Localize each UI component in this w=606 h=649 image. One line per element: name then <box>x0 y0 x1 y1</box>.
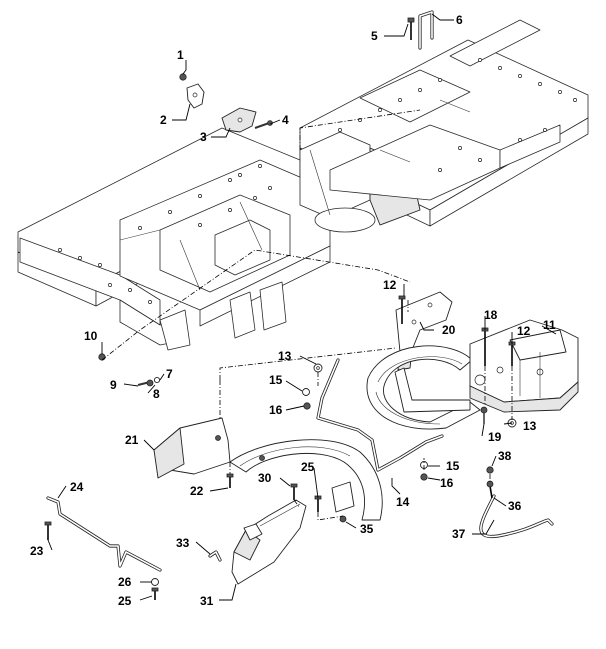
part-washer-26 <box>151 578 159 586</box>
callout-35: 35 <box>360 522 374 536</box>
part-spring-37 <box>479 494 554 539</box>
callout-19: 19 <box>488 430 502 444</box>
callout-12-right: 12 <box>517 324 531 338</box>
callout-15-right: 15 <box>446 459 460 473</box>
callout-2: 2 <box>160 113 167 127</box>
part-washer-15-left <box>302 388 310 396</box>
part-clip-36 <box>486 480 494 499</box>
part-sector-plate-3 <box>221 107 257 133</box>
callout-16-left: 16 <box>269 403 283 417</box>
part-pivot-bracket-2 <box>186 83 205 109</box>
callout-31: 31 <box>200 594 214 608</box>
part-arm-link <box>394 367 471 413</box>
part-bolt-25-upper <box>314 495 322 512</box>
part-bolt-30 <box>290 483 298 500</box>
part-screw-5 <box>407 17 415 40</box>
callout-5: 5 <box>371 29 378 43</box>
callout-13-left: 13 <box>278 349 292 363</box>
part-nut-19 <box>480 406 488 424</box>
part-bolt-4 <box>254 120 273 129</box>
callout-25-upper: 25 <box>301 460 315 474</box>
part-nut-35 <box>339 515 347 523</box>
part-bolt-12-left <box>398 295 406 324</box>
callout-8: 8 <box>153 387 160 401</box>
callout-20: 20 <box>442 323 456 337</box>
callout-leaders <box>47 13 557 601</box>
part-nut-10 <box>98 353 106 361</box>
callout-13-right: 13 <box>523 419 537 433</box>
part-washer-13-right <box>507 418 517 428</box>
part-rod-14 <box>316 358 444 472</box>
callout-24: 24 <box>70 480 84 494</box>
callout-23: 23 <box>30 544 44 558</box>
callout-16-right: 16 <box>440 476 454 490</box>
callout-7: 7 <box>166 367 173 381</box>
callout-26: 26 <box>118 575 132 589</box>
callout-9: 9 <box>110 378 117 392</box>
part-rod-24 <box>46 496 162 572</box>
callout-25-lower: 25 <box>118 594 132 608</box>
part-nut-16-right <box>420 473 428 481</box>
callout-36: 36 <box>508 499 522 513</box>
part-clip-33 <box>208 550 222 562</box>
part-guard-21 <box>153 417 231 479</box>
callout-37: 37 <box>452 527 466 541</box>
part-washer-13-left <box>313 363 323 373</box>
part-nut-38 <box>486 466 494 474</box>
part-screw-25-lower <box>151 587 159 600</box>
part-curved-shield <box>229 439 383 521</box>
callout-22: 22 <box>190 484 204 498</box>
callout-18: 18 <box>484 308 498 322</box>
part-nut-16-left <box>303 402 311 410</box>
callout-38: 38 <box>498 449 512 463</box>
part-screw-23 <box>44 521 52 540</box>
callout-14: 14 <box>396 495 410 509</box>
callout-33: 33 <box>176 536 190 550</box>
callout-6: 6 <box>456 13 463 27</box>
part-cover-31 <box>231 499 307 585</box>
chassis-frame <box>17 19 589 351</box>
part-control-box-11 <box>469 319 579 413</box>
callout-11: 11 <box>543 318 556 332</box>
part-bolt-22 <box>226 473 234 488</box>
callout-30: 30 <box>258 471 272 485</box>
part-spring-pin-6 <box>418 10 434 50</box>
callout-labels: 1 2 3 4 5 6 7 8 9 10 11 12 12 13 13 14 1… <box>30 13 556 608</box>
callout-12-left: 12 <box>383 278 397 292</box>
part-nut-1 <box>179 73 187 81</box>
part-disc-plate <box>366 345 481 430</box>
part-washers-7-8-9 <box>137 376 161 387</box>
callout-4: 4 <box>282 113 289 127</box>
callout-10: 10 <box>84 329 98 343</box>
assembly-dash-lines <box>101 109 513 521</box>
callout-1: 1 <box>177 48 184 62</box>
callout-21: 21 <box>125 433 139 447</box>
callout-15-left: 15 <box>269 373 283 387</box>
callout-3: 3 <box>200 130 207 144</box>
